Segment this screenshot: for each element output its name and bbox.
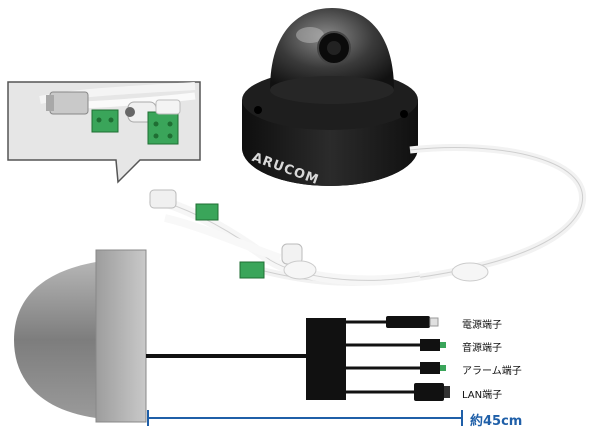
label-lan-terminal: LAN端子 [462, 390, 503, 401]
label-audio-terminal: 音源端子 [462, 343, 502, 354]
schematic [14, 249, 463, 426]
cable-bundle [148, 189, 489, 286]
cable-length-label: 約45cm [470, 414, 523, 429]
label-alarm-terminal: アラーム端子 [462, 366, 522, 377]
dome-camera [242, 8, 586, 286]
label-power-terminal: 電源端子 [462, 320, 502, 331]
connector-inset [7, 81, 201, 184]
